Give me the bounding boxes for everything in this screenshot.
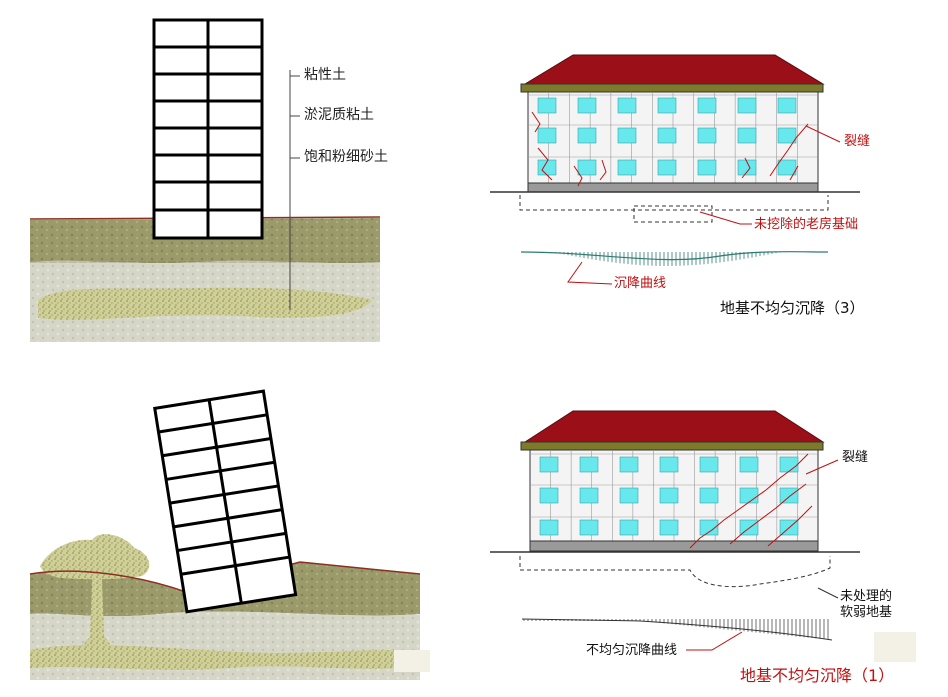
crack-label: 裂缝 [844,134,871,149]
panel-bottom-left [29,389,430,680]
panel-top-left [29,18,381,342]
window [579,519,599,536]
foundation-outline [519,556,831,588]
figure-title-1-text: 地基不均匀沉降 [740,666,853,685]
window [737,159,757,176]
window [657,127,677,144]
settlement-curve-label: 沉降曲线 [614,276,667,291]
window [619,456,639,473]
figure-title-1: 地基不均匀沉降（1） [740,668,894,684]
soil-label-clay: 粘性土 [304,67,346,83]
window [737,127,757,144]
window [699,519,719,536]
uneven-settlement-curve [521,618,833,641]
soil-label-silt-sand: 饱和粉细砂土 [304,149,388,165]
window [739,487,759,504]
window [779,456,799,473]
window [579,456,599,473]
window [537,97,557,114]
window [617,97,637,114]
window [657,97,677,114]
tilted-building [153,389,298,614]
cracks [531,111,809,187]
window [539,456,559,473]
window [657,159,677,176]
figure-title-1-number: （1） [852,666,895,685]
window [579,487,599,504]
settlement-curve [520,251,829,266]
window [537,127,557,144]
window [577,97,597,114]
window [737,97,757,114]
window [659,519,679,536]
window [619,487,639,504]
window [617,159,637,176]
window [699,456,719,473]
window [777,97,797,114]
uneven-curve-label: 不均匀沉降曲线 [586,643,678,658]
window [697,97,717,114]
old-foundation-label: 未挖除的老房基础 [754,217,859,232]
roof [523,54,825,85]
old-foundation [519,195,829,211]
soft-ground-label-line1: 未处理的 [840,589,893,604]
soil-sand-layer [38,287,372,320]
window [697,159,717,176]
crack-label: 裂缝 [842,450,869,465]
window [577,127,597,144]
window [739,456,759,473]
window [697,127,717,144]
window [619,519,639,536]
window [699,487,719,504]
sand-lens [30,645,420,670]
panel-bottom-right [490,410,916,662]
soft-ground-label-line2: 软弱地基 [840,605,893,620]
roof [523,410,825,443]
window [777,159,797,176]
sand-dike [78,578,116,652]
cracks [689,453,813,549]
figure-title-3: 地基不均匀沉降（3） [720,299,865,317]
window [617,127,637,144]
sand-heave [40,534,150,580]
window [577,159,597,176]
upright-building [152,18,264,240]
window [777,127,797,144]
window [539,487,559,504]
window [539,519,559,536]
soil-clay-layer [30,218,380,264]
window [659,487,679,504]
window [659,456,679,473]
soil-label-mud-clay: 淤泥质粘土 [304,107,374,123]
window [779,487,799,504]
panel-top-right [490,54,860,285]
